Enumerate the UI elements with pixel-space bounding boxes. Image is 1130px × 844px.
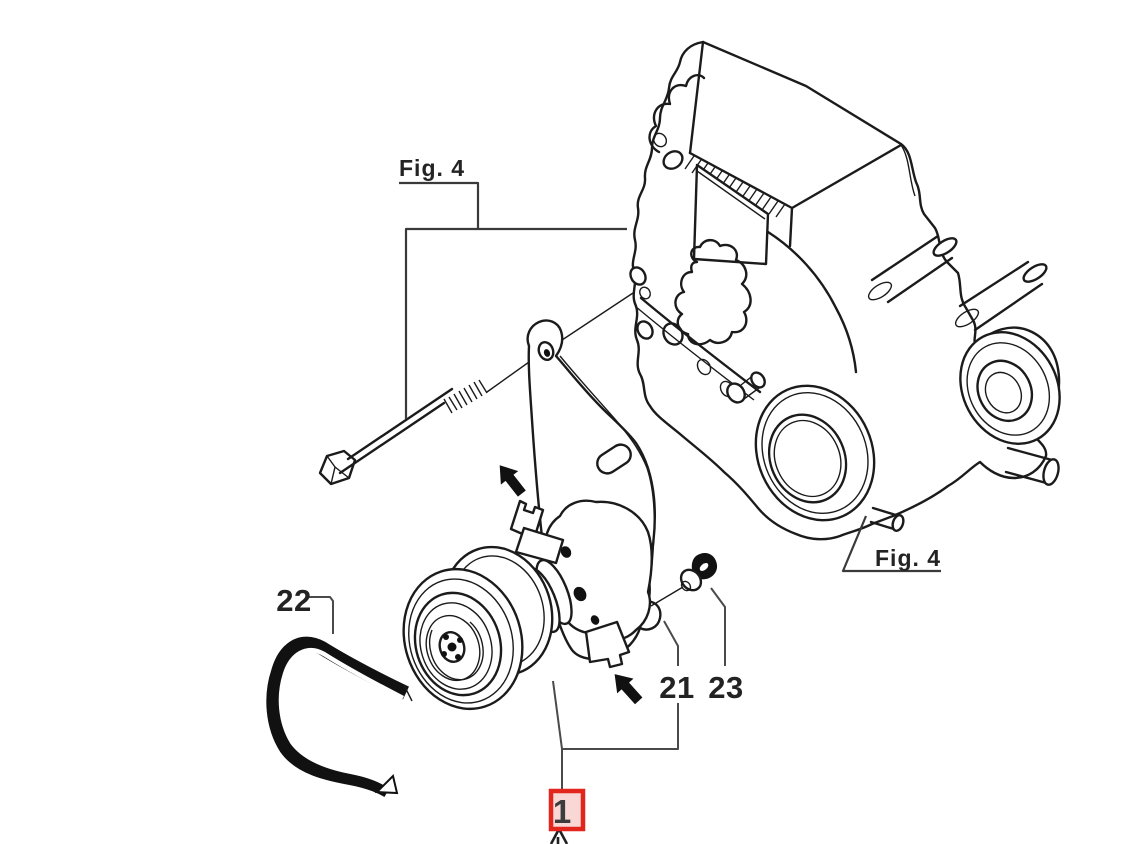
part21-leader bbox=[663, 620, 679, 666]
case-boss-outline bbox=[674, 238, 752, 346]
pump-inlet-stub bbox=[509, 499, 545, 541]
case-studs bbox=[867, 234, 1060, 532]
part-label-22: 22 bbox=[276, 583, 311, 618]
highlight-fill bbox=[551, 791, 583, 829]
arrow-up-left-icon bbox=[499, 465, 526, 497]
v-belt-drawing bbox=[266, 636, 413, 798]
part-label-1: 1 bbox=[553, 793, 571, 830]
fig4-bottom-leader bbox=[841, 515, 941, 573]
part22-leader bbox=[309, 596, 334, 634]
part-label-23: 23 bbox=[708, 670, 743, 705]
arrow-up-left-icon bbox=[614, 674, 643, 705]
highlight-border bbox=[548, 788, 586, 832]
part1-leader bbox=[552, 680, 679, 789]
case-bearing-boss bbox=[959, 331, 1061, 445]
case-stud-bolt-drawing bbox=[726, 371, 766, 404]
part23-leader bbox=[710, 587, 726, 666]
flange-bolt-drawing bbox=[650, 552, 718, 607]
figure-reference-bottom: Fig. 4 bbox=[875, 545, 941, 571]
highlighted-part-1-box[interactable]: 1 bbox=[548, 788, 586, 832]
figure-reference-top: Fig. 4 bbox=[399, 155, 465, 181]
engine-gear-case-drawing bbox=[629, 40, 1061, 541]
fig4-top-leader bbox=[399, 181, 627, 419]
water-pump-drawing bbox=[402, 499, 653, 711]
long-mounting-bolt-drawing bbox=[318, 292, 634, 486]
pulley-drawing bbox=[402, 567, 524, 711]
pump-outlet-stub bbox=[584, 620, 631, 669]
case-crank-opening bbox=[754, 384, 876, 522]
part-label-21: 21 bbox=[659, 670, 694, 705]
callout-lines bbox=[309, 181, 941, 844]
